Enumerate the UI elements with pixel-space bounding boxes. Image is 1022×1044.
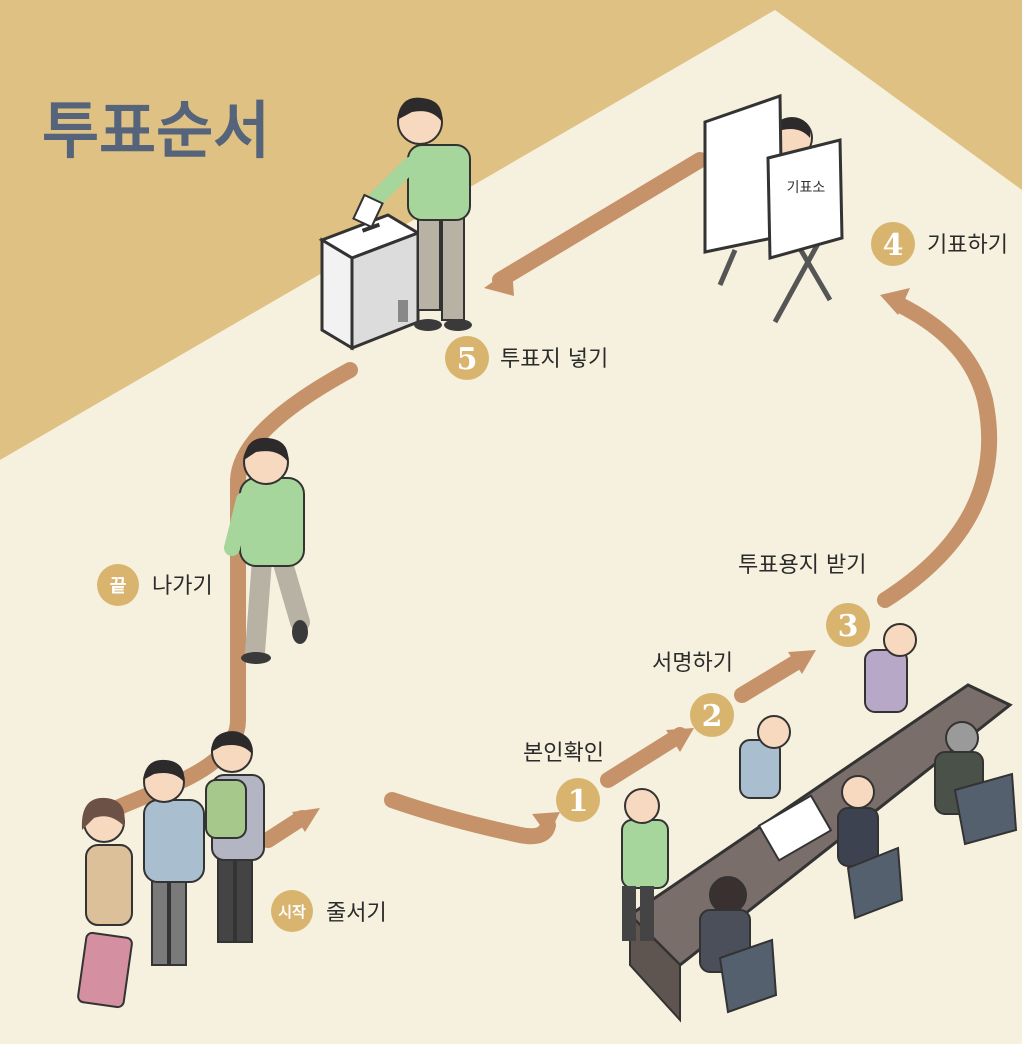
arrow-step3-to-step4 [877,297,998,608]
arrow-queue [260,810,310,848]
step-4-badge-text: 4 [883,228,904,263]
page-title: 투표순서 [42,94,270,167]
arrowhead [532,812,560,836]
step-3-badge-text: 3 [838,609,859,644]
step-3: 3 투표용지 받기 [738,553,870,647]
arrowhead [292,808,320,832]
step-start-label: 줄서기 [326,901,387,926]
step-2-label: 서명하기 [652,651,733,676]
step-2-badge [690,693,734,737]
arrow-step2-to-step3 [734,652,808,703]
step-start: 시작 줄서기 [271,890,387,932]
arrow-to-step1 [384,792,556,845]
step-4-badge [871,222,915,266]
step-1-label: 본인확인 [523,741,604,766]
arrow-step1-to-step2 [600,727,688,788]
step-end-badge-text: 끝 [110,576,127,597]
arrowhead [880,288,910,315]
step-4: 4 기표하기 [871,222,1008,266]
step-start-badge [271,890,313,932]
arrowhead [788,650,816,674]
voter-at-ballot-box [352,97,472,331]
step-end-badge [97,564,139,606]
arrowhead [666,728,694,752]
step-1: 1 본인확인 [523,741,604,822]
step-5-label: 투표지 넣기 [500,347,608,372]
step-end: 끝 나가기 [97,564,213,606]
step-2-badge-text: 2 [702,699,723,734]
arrowhead [484,268,514,296]
arrow-heads [292,268,910,836]
step-3-label: 투표용지 받기 [738,553,866,578]
exiting-voter [224,437,310,664]
step-end-label: 나가기 [152,574,213,599]
step-4-label: 기표하기 [927,233,1008,258]
booth-sign: 기표소 [787,180,826,196]
queue-people [77,731,265,1009]
step-5-badge-text: 5 [457,342,478,377]
step-3-badge [826,603,870,647]
ballot-box [318,213,422,351]
registration-table [621,623,1018,1023]
step-5: 5 투표지 넣기 [445,336,608,380]
step-5-badge [445,336,489,380]
step-1-badge [556,778,600,822]
arrow-booth-to-box [492,152,708,288]
step-2: 2 서명하기 [652,651,734,737]
step-start-badge-text: 시작 [278,903,306,921]
step-1-badge-text: 1 [568,784,589,819]
top-wall-band [0,0,1022,460]
flow-arrows [104,152,998,848]
arrow-box-to-exit [104,362,358,818]
voting-booth: 기표소 [703,93,844,324]
